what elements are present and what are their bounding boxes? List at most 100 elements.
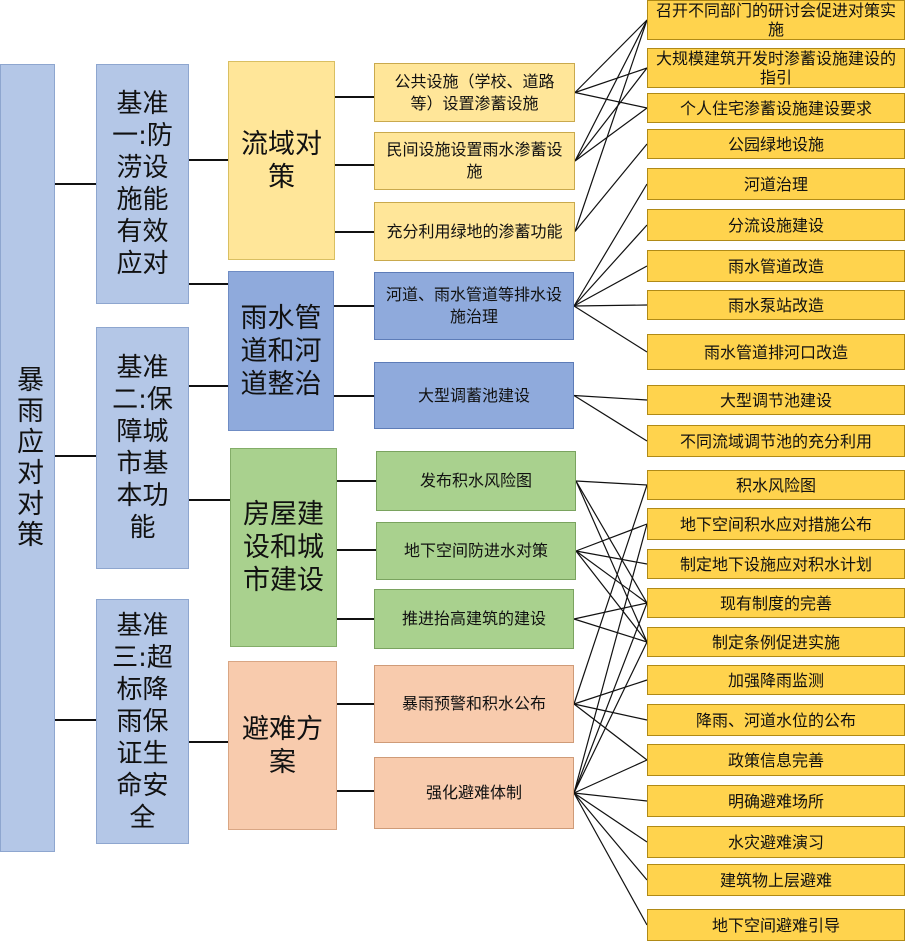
link-measure-7-action-13 xyxy=(575,523,648,552)
strategy-4-box: 避难方案 xyxy=(228,661,337,830)
link-measure-10-action-23 xyxy=(573,792,648,926)
link-measure-4-action-7 xyxy=(573,265,648,307)
action-6-label: 分流设施建设 xyxy=(727,215,824,235)
measure-9-box: 暴雨预警和积水公布 xyxy=(374,665,574,743)
link-measure-6-action-15 xyxy=(575,480,648,604)
action-4-box: 公园绿地设施 xyxy=(647,129,905,159)
link-measure-5-action-11 xyxy=(573,394,648,442)
action-1-label: 召开不同部门的研讨会促进对策实施 xyxy=(655,1,896,39)
link-measure-9-action-17 xyxy=(573,679,648,705)
link-measure-2-action-1 xyxy=(574,19,648,162)
action-7-label: 雨水管道改造 xyxy=(727,256,824,276)
link-measure-8-action-15 xyxy=(573,602,648,620)
action-22-label: 建筑物上层避难 xyxy=(719,870,832,890)
action-6-box: 分流设施建设 xyxy=(647,209,905,241)
action-15-label: 现有制度的完善 xyxy=(719,593,832,613)
link-measure-10-action-20 xyxy=(573,792,648,802)
measure-3-box: 充分利用绿地的渗蓄功能 xyxy=(374,202,575,261)
link-measure-10-action-19 xyxy=(573,759,648,794)
link-measure-7-action-16 xyxy=(575,550,648,643)
measure-4-box: 河道、雨水管道等排水设施治理 xyxy=(374,272,574,340)
link-measure-1-action-3 xyxy=(574,91,648,109)
link-measure-9-action-12 xyxy=(573,484,648,705)
action-1-box: 召开不同部门的研讨会促进对策实施 xyxy=(647,0,905,40)
link-measure-4-action-8 xyxy=(573,304,648,307)
measure-3-label: 充分利用绿地的渗蓄功能 xyxy=(386,221,563,241)
strategy-1-label: 流域对策 xyxy=(241,128,322,193)
strategy-2-box: 雨水管道和河道整治 xyxy=(228,271,334,431)
criterion-1-label: 基准一:防涝设施能有效应对 xyxy=(112,89,173,279)
action-22-box: 建筑物上层避难 xyxy=(647,864,905,896)
measure-2-label: 民间设施设置雨水渗蓄设施 xyxy=(386,140,563,181)
strategy-3-box: 房屋建设和城市建设 xyxy=(230,448,337,647)
root-node: 暴雨应对对策 xyxy=(0,64,55,852)
action-21-label: 水灾避难演习 xyxy=(727,832,824,852)
link-measure-1-action-1 xyxy=(574,19,648,93)
action-20-label: 明确避难场所 xyxy=(727,791,824,811)
link-measure-3-action-4 xyxy=(574,143,648,232)
action-5-box: 河道治理 xyxy=(647,168,905,200)
action-19-label: 政策信息完善 xyxy=(727,750,824,770)
action-11-label: 不同流域调节池的充分利用 xyxy=(679,431,872,451)
action-2-label: 大规模建筑开发时渗蓄设施建设的指引 xyxy=(655,49,896,87)
strategy-3-label: 房屋建设和城市建设 xyxy=(243,499,324,596)
measure-2-box: 民间设施设置雨水渗蓄设施 xyxy=(374,132,575,190)
measure-6-box: 发布积水风险图 xyxy=(376,451,576,511)
action-18-label: 降雨、河道水位的公布 xyxy=(695,710,856,730)
action-3-box: 个人住宅渗蓄设施建设要求 xyxy=(647,93,905,123)
action-23-box: 地下空间避难引导 xyxy=(647,909,905,941)
measure-8-box: 推进抬高建筑的建设 xyxy=(374,589,574,649)
link-measure-7-action-15 xyxy=(575,550,648,604)
strategy-1-box: 流域对策 xyxy=(228,61,335,260)
action-3-label: 个人住宅渗蓄设施建设要求 xyxy=(679,98,872,118)
action-13-box: 地下空间积水应对措施公布 xyxy=(647,508,905,540)
action-12-box: 积水风险图 xyxy=(647,470,905,500)
action-9-label: 雨水管道排河口改造 xyxy=(703,342,848,362)
measure-10-label: 强化避难体制 xyxy=(425,783,522,802)
link-measure-2-action-3 xyxy=(574,107,648,162)
link-measure-4-action-6 xyxy=(573,224,648,307)
action-21-box: 水灾避难演习 xyxy=(647,826,905,858)
measure-9-label: 暴雨预警和积水公布 xyxy=(401,694,546,713)
criterion-1-box: 基准一:防涝设施能有效应对 xyxy=(96,64,189,304)
link-measure-9-action-18 xyxy=(573,703,648,721)
measure-1-label: 公共设施（学校、道路等）设置渗蓄设施 xyxy=(394,71,555,113)
link-measure-4-action-9 xyxy=(573,305,648,353)
link-measure-10-action-22 xyxy=(573,792,648,881)
measure-4-label: 河道、雨水管道等排水设施治理 xyxy=(385,285,562,326)
measure-7-box: 地下空间防进水对策 xyxy=(376,522,576,580)
strategy-2-label: 雨水管道和河道整治 xyxy=(240,302,322,400)
measure-8-label: 推进抬高建筑的建设 xyxy=(401,609,546,628)
action-4-label: 公园绿地设施 xyxy=(727,134,824,154)
link-measure-10-action-13 xyxy=(573,523,648,794)
link-measure-6-action-16 xyxy=(575,480,648,643)
action-12-label: 积水风险图 xyxy=(735,475,816,495)
action-13-label: 地下空间积水应对措施公布 xyxy=(679,514,872,534)
action-5-label: 河道治理 xyxy=(743,174,808,194)
action-20-box: 明确避难场所 xyxy=(647,785,905,817)
strategy-4-label: 避难方案 xyxy=(242,713,323,778)
link-measure-3-action-1 xyxy=(574,19,648,232)
criterion-2-label: 基准二:保障城市基本功能 xyxy=(112,353,173,543)
root-label: 暴雨应对对策 xyxy=(12,365,43,551)
link-measure-9-action-19 xyxy=(573,703,648,761)
criterion-3-box: 基准三:超标降雨保证生命安全 xyxy=(96,599,189,844)
action-11-box: 不同流域调节池的充分利用 xyxy=(647,425,905,457)
action-23-label: 地下空间避难引导 xyxy=(711,915,840,935)
link-measure-5-action-10 xyxy=(573,394,648,401)
action-7-box: 雨水管道改造 xyxy=(647,250,905,282)
action-17-label: 加强降雨监测 xyxy=(727,670,824,690)
action-17-box: 加强降雨监测 xyxy=(647,665,905,695)
link-measure-1-action-2 xyxy=(574,67,648,94)
link-measure-4-action-5 xyxy=(573,183,648,307)
action-16-box: 制定条例促进实施 xyxy=(647,627,905,657)
criterion-3-label: 基准三:超标降雨保证生命安全 xyxy=(112,610,173,833)
measure-5-box: 大型调蓄池建设 xyxy=(374,362,574,429)
action-10-box: 大型调节池建设 xyxy=(647,385,905,415)
measure-1-box: 公共设施（学校、道路等）设置渗蓄设施 xyxy=(374,63,575,122)
action-19-box: 政策信息完善 xyxy=(647,744,905,776)
link-measure-2-action-2 xyxy=(574,67,648,162)
link-measure-7-action-14 xyxy=(575,550,648,565)
